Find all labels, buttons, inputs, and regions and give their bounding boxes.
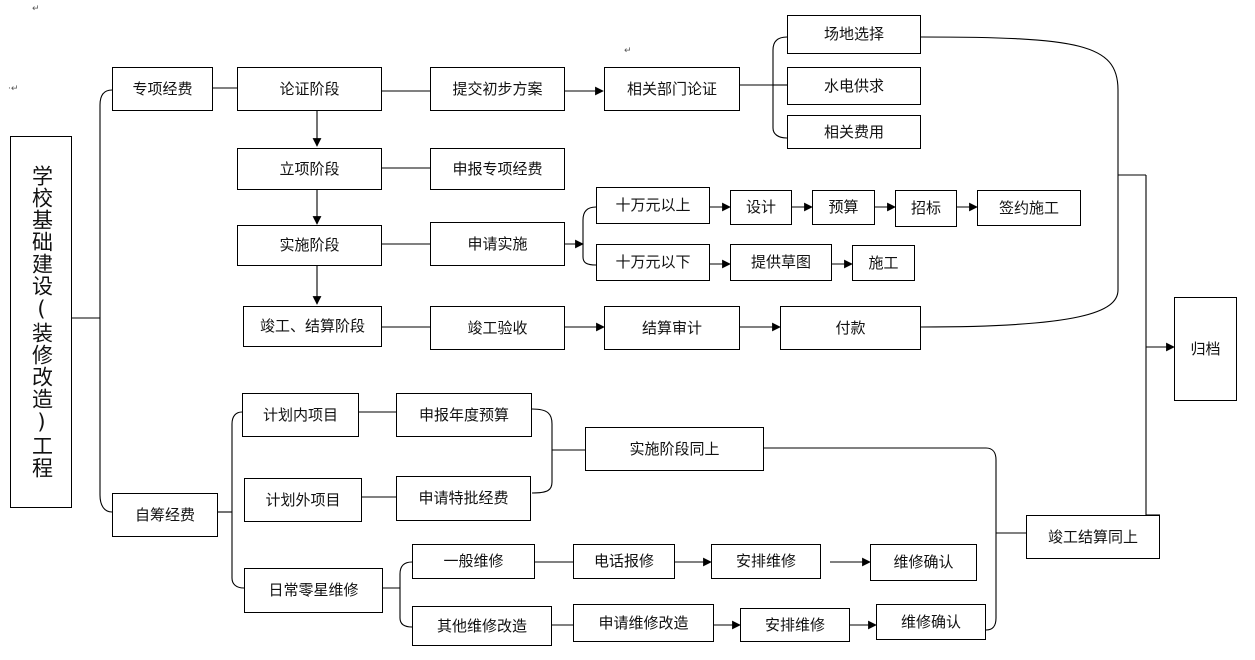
demonstration-stage-box: 论证阶段	[237, 67, 382, 111]
paragraph-mark: ·↵	[8, 84, 19, 94]
construct-box: 施工	[852, 245, 915, 281]
submit-plan-box: 提交初步方案	[430, 67, 565, 111]
general-repair-box: 一般维修	[412, 544, 535, 579]
design-box: 设计	[730, 190, 792, 225]
arrange-repair-box-1: 安排维修	[711, 544, 821, 579]
related-costs-box: 相关费用	[787, 115, 921, 149]
dept-review-box: 相关部门论证	[604, 67, 740, 111]
confirm-repair-box-1: 维修确认	[870, 544, 977, 581]
same-as-completion-box: 竣工结算同上	[1026, 515, 1160, 559]
paragraph-mark: ↵	[32, 4, 40, 14]
special-funding-box: 专项经费	[112, 67, 213, 111]
phone-report-box: 电话报修	[573, 544, 675, 579]
payment-box: 付款	[780, 306, 921, 350]
apply-implementation-box: 申请实施	[430, 222, 565, 266]
approval-stage-box: 立项阶段	[237, 148, 382, 190]
under-100k-box: 十万元以下	[596, 244, 710, 281]
arrange-repair-box-2: 安排维修	[740, 608, 850, 642]
apply-special-funds-box: 申报专项经费	[430, 148, 565, 190]
provide-sketch-box: 提供草图	[730, 244, 832, 281]
tender-box: 招标	[895, 190, 957, 227]
other-repairs-box: 其他维修改造	[412, 606, 552, 646]
self-funding-box: 自筹经费	[112, 493, 218, 537]
apply-annual-budget-box: 申报年度预算	[396, 393, 532, 437]
implementation-stage-box: 实施阶段	[237, 225, 382, 266]
sign-construct-box: 签约施工	[977, 190, 1081, 226]
apply-special-approval-box: 申请特批经费	[396, 476, 531, 521]
daily-repairs-box: 日常零星维修	[244, 568, 383, 613]
site-selection-box: 场地选择	[787, 15, 921, 54]
planned-project-box: 计划内项目	[242, 393, 359, 437]
completion-acceptance-box: 竣工验收	[430, 306, 565, 350]
utilities-box: 水电供求	[787, 67, 921, 105]
confirm-repair-box-2: 维修确认	[876, 604, 986, 640]
paragraph-mark: ↵	[624, 46, 632, 56]
completion-settlement-stage-box: 竣工、结算阶段	[243, 306, 382, 347]
project-title-box: 学校基础建设(装修改造)工程	[10, 136, 72, 508]
over-100k-box: 十万元以上	[596, 187, 710, 224]
apply-repair-renovation-box: 申请维修改造	[573, 604, 714, 642]
settlement-audit-box: 结算审计	[604, 306, 740, 350]
unplanned-project-box: 计划外项目	[244, 478, 362, 522]
same-as-implementation-box: 实施阶段同上	[585, 427, 764, 471]
budget-box: 预算	[812, 190, 875, 225]
archive-box: 归档	[1174, 297, 1237, 401]
